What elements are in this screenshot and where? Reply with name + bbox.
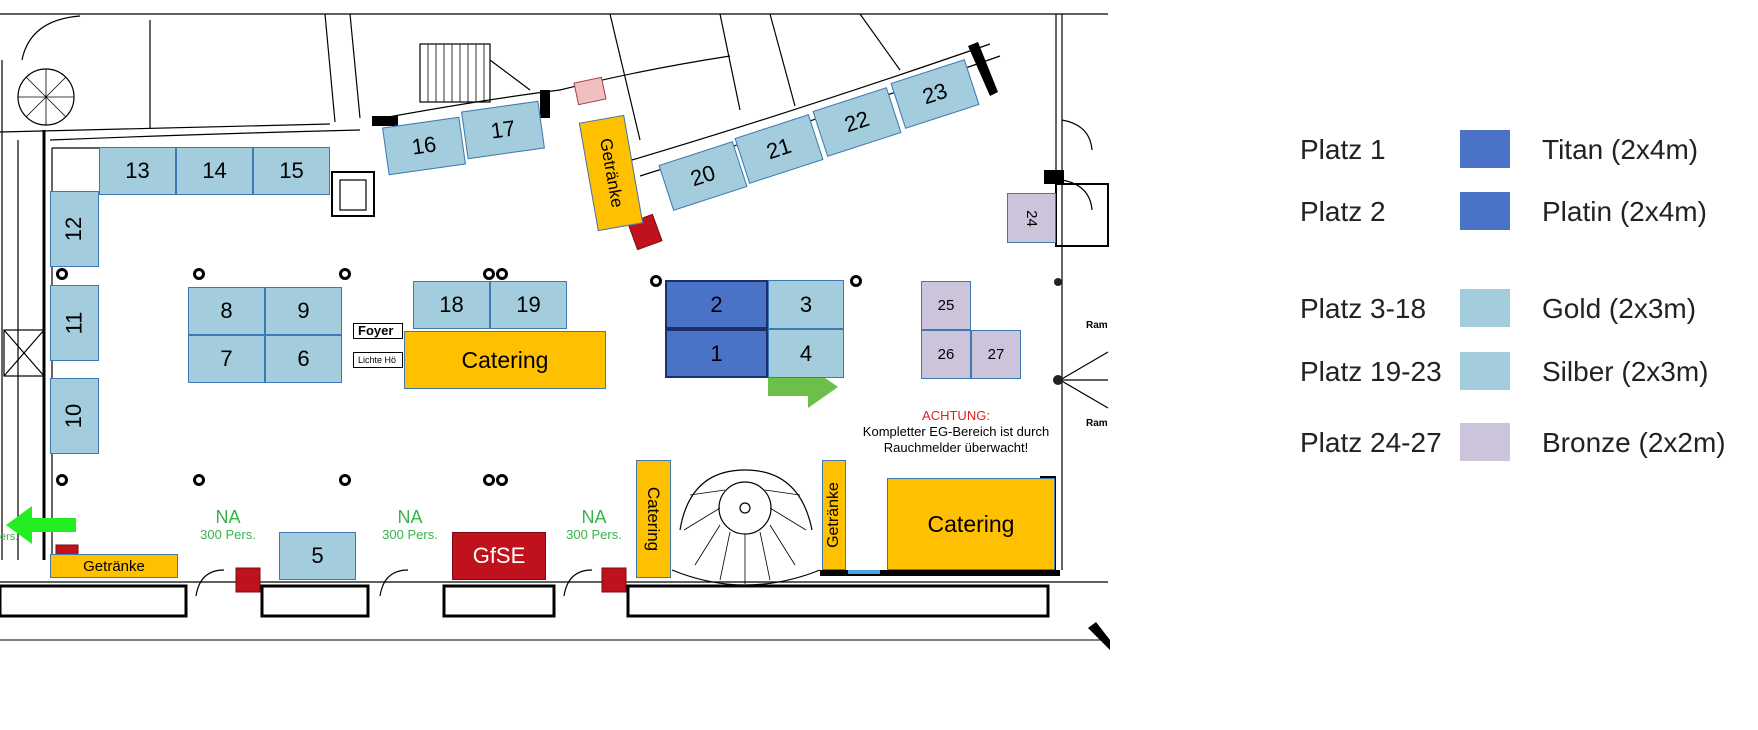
drinks-stair-right[interactable]: Getränke [822,460,846,570]
booth-6[interactable]: 6 [265,335,342,383]
floor-plan-walls [0,13,1110,650]
gfse-booth[interactable]: GfSE [452,532,546,580]
exit-arrow-icon [6,506,76,544]
legend-swatch [1460,130,1510,168]
booth-26[interactable]: 26 [921,330,971,379]
ramp-label-upper: Ram [1086,320,1108,331]
booth-12[interactable]: 12 [50,191,99,267]
legend-swatch [1460,289,1510,327]
legend-row-titan: Platz 1 Titan (2x4m) [1110,130,1758,170]
booth-7[interactable]: 7 [188,335,265,383]
legend: Platz 1 Titan (2x4m) Platz 2 Platin (2x4… [1110,0,1758,730]
exit-na-3-title: NA [581,507,607,527]
legend-place: Platz 3-18 [1300,293,1427,324]
notice-title: ACHTUNG: [922,408,990,423]
legend-row-bronze: Platz 24-27 Bronze (2x2m) [1110,423,1758,463]
booth-3[interactable]: 3 [768,280,844,329]
legend-row-gold: Platz 3-18 Gold (2x3m) [1110,289,1758,329]
ramp-label-lower: Ram [1086,418,1108,429]
booth-5[interactable]: 5 [279,532,356,580]
exit-na-2-capacity: 300 Pers. [382,527,438,542]
exit-pers-edge: ers. [0,531,19,543]
exit-na-2-title: NA [397,507,423,527]
booth-9[interactable]: 9 [265,287,342,335]
legend-row-silber: Platz 19-23 Silber (2x3m) [1110,352,1758,392]
legend-place: Platz 24-27 [1300,427,1442,458]
legend-category: Platin (2x4m) [1542,196,1707,227]
smoke-detector-notice: ACHTUNG: Kompletter EG-Bereich ist durch… [856,408,1056,456]
exit-na-2: NA 300 Pers. [350,507,470,543]
booth-24[interactable]: 24 [1007,193,1056,243]
booth-18[interactable]: 18 [413,281,490,329]
legend-row-platin: Platz 2 Platin (2x4m) [1110,192,1758,232]
booth-2[interactable]: 2 [665,280,768,329]
legend-category: Silber (2x3m) [1542,356,1709,387]
drinks-bottom-left[interactable]: Getränke [50,554,178,578]
notice-line1: Kompletter EG-Bereich ist durch [862,424,1050,439]
foyer-label: Foyer G [353,323,403,339]
booth-11[interactable]: 11 [50,285,99,361]
booth-4[interactable]: 4 [768,329,844,378]
legend-category: Titan (2x4m) [1542,134,1699,165]
booth-19[interactable]: 19 [490,281,567,329]
exit-na-3: NA 300 Pers. [534,507,654,543]
exit-na-1-capacity: 300 Pers. [200,527,256,542]
booth-1[interactable]: 1 [665,329,768,378]
booth-27[interactable]: 27 [971,330,1021,379]
legend-category: Gold (2x3m) [1542,293,1697,324]
booth-14[interactable]: 14 [176,147,253,195]
booth-8[interactable]: 8 [188,287,265,335]
catering-stair-left[interactable]: Catering [636,460,671,578]
catering-center[interactable]: Catering [404,331,606,389]
exit-na-1: NA 300 Pers. [168,507,288,543]
floor-plan: 13 14 15 12 11 10 16 17 20 21 22 23 8 9 … [0,13,1110,650]
booth-13[interactable]: 13 [99,147,176,195]
booth-10[interactable]: 10 [50,378,99,454]
exit-na-3-capacity: 300 Pers. [566,527,622,542]
legend-swatch [1460,423,1510,461]
booth-25[interactable]: 25 [921,281,971,330]
legend-category: Bronze (2x2m) [1542,427,1726,458]
notice-line2: Rauchmelder überwacht! [883,440,1029,455]
catering-right[interactable]: Catering [887,478,1055,570]
exit-na-1-title: NA [215,507,241,527]
legend-swatch [1460,192,1510,230]
legend-place: Platz 19-23 [1300,356,1442,387]
legend-swatch [1460,352,1510,390]
legend-place: Platz 2 [1300,196,1386,227]
legend-place: Platz 1 [1300,134,1386,165]
booth-15[interactable]: 15 [253,147,330,195]
clearance-label: Lichte Hö [353,352,403,368]
